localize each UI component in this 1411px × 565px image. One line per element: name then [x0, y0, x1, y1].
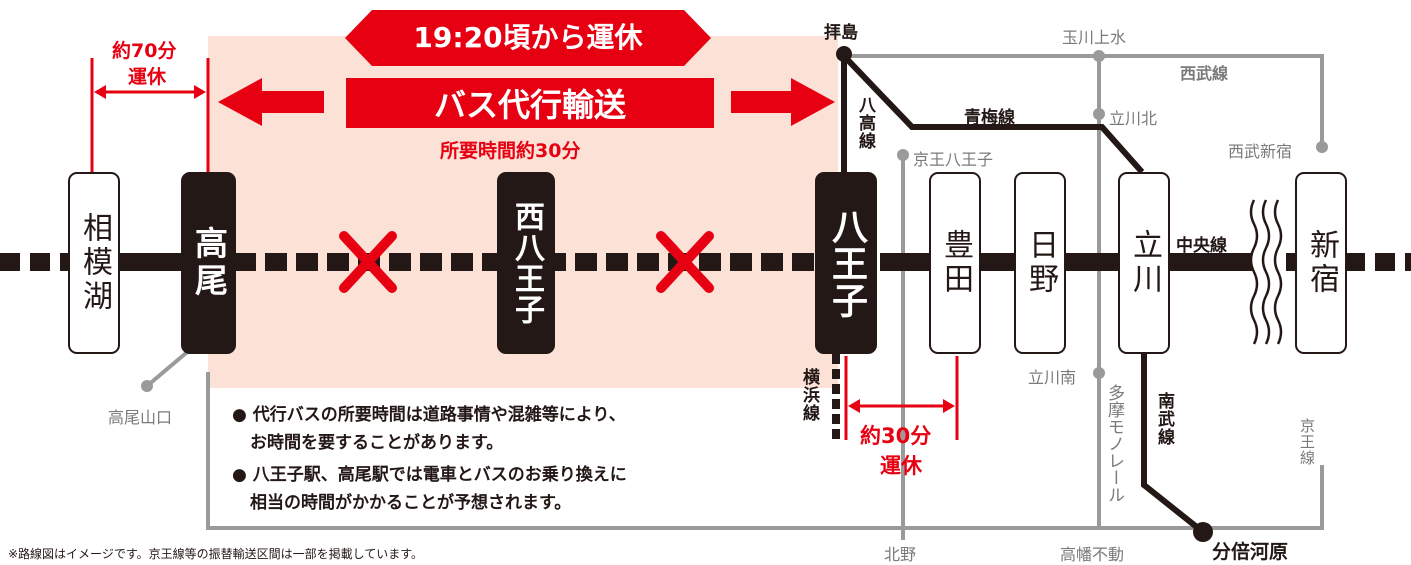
label-keio-line: 京王線: [1298, 418, 1316, 466]
station-takao-name: 高尾: [189, 226, 229, 300]
seibu-line: [848, 54, 1324, 147]
left-arrowhead-r: [194, 85, 206, 99]
label-tamagawa-josui: 玉川上水: [1062, 28, 1127, 47]
transfer-dot-icon: [1093, 108, 1105, 120]
keio-loop-line: [206, 372, 1324, 530]
station-hachioji: 八王子: [815, 172, 877, 354]
suspension-banner-text: 19:20頃から運休: [413, 21, 643, 54]
station-shinjuku-name: 新宿: [1304, 229, 1339, 297]
nambu-line: [1141, 354, 1205, 535]
station-hachioji-name: 八王子: [826, 207, 867, 319]
suspended-x-icon: [656, 231, 714, 293]
transfer-dot-icon: [836, 46, 852, 62]
suspended-x-icon: [339, 231, 397, 293]
label-kitano: 北野: [884, 545, 917, 564]
station-sagamiko: 相模湖: [68, 172, 120, 354]
transfer-dot-icon: [897, 149, 909, 161]
label-nambu-line: 南武線: [1154, 392, 1174, 446]
takaosanguchi-branch: [145, 346, 194, 388]
label-takahata-fudo: 高幡不動: [1060, 545, 1125, 564]
label-chuo-line: 中央線: [1176, 236, 1227, 256]
transfer-dot-icon: [1093, 367, 1105, 379]
label-tachikawa-kita: 立川北: [1109, 109, 1158, 128]
left-arrow-icon: [218, 78, 324, 126]
station-nishi-hachioji: 西八王子: [497, 172, 555, 354]
label-tama-monorail: 多摩モノレール: [1104, 384, 1124, 503]
bus-duration-label: 所要時間約30分: [440, 140, 581, 162]
right-arrowhead-l: [848, 399, 860, 413]
note-line-3: ● 八王子駅、高尾駅では電車とバスのお乗り換えに: [232, 465, 627, 485]
label-yokohama-line: 横浜線: [799, 368, 819, 422]
label-bubaigawara: 分倍河原: [1212, 541, 1289, 563]
label-seibu-line: 西武線: [1180, 64, 1229, 83]
note-line-1: ● 代行バスの所要時間は道路事情や混雑等により、: [232, 405, 626, 425]
left-arrowhead-l: [94, 85, 106, 99]
transfer-dot-icon: [141, 380, 153, 392]
footnote: ※路線図はイメージです。京王線等の振替輸送区間は一部を掲載しています。: [8, 547, 424, 561]
note-line-4: 相当の時間がかかることが予想されます。: [250, 493, 572, 513]
label-ome-line: 青梅線: [964, 108, 1015, 128]
station-sagamiko-name: 相模湖: [77, 212, 112, 314]
label-keio-hachioji: 京王八王子: [913, 150, 994, 169]
station-tachikawa: 立川: [1118, 172, 1170, 354]
note-line-2: お時間を要することがあります。: [250, 433, 504, 453]
station-nishi-hachioji-name: 西八王子: [509, 201, 544, 325]
right-arrow-icon: [731, 78, 835, 126]
station-shinjuku: 新宿: [1295, 172, 1347, 354]
station-toyoda: 豊田: [929, 172, 981, 354]
label-tachikawa-minami: 立川南: [1028, 368, 1077, 387]
label-seibu-shinjuku: 西武新宿: [1228, 142, 1293, 161]
station-toyoda-name: 豊田: [938, 229, 973, 297]
station-hino: 日野: [1014, 172, 1066, 354]
left-suspension-duration: 約70分: [112, 40, 177, 62]
transfer-dot-icon: [1316, 141, 1328, 153]
right-arrowhead-r: [943, 399, 955, 413]
station-hino-name: 日野: [1023, 229, 1058, 297]
label-hachiko-line: 八高線: [855, 96, 875, 150]
transfer-dot-icon: [1193, 522, 1213, 542]
label-takaosanguchi: 高尾山口: [108, 408, 173, 427]
bus-replacement-label: バス代行輸送: [346, 78, 714, 128]
station-takao: 高尾: [181, 172, 236, 354]
right-suspension-status: 運休: [880, 454, 922, 478]
transfer-dot-icon: [1093, 50, 1105, 62]
ome-line: [841, 53, 1145, 174]
left-suspension-status: 運休: [128, 66, 167, 88]
station-tachikawa-name: 立川: [1127, 229, 1162, 297]
right-suspension-duration: 約30分: [860, 424, 932, 448]
label-haijima: 拝島: [824, 23, 858, 43]
banner-shape: [345, 10, 711, 66]
